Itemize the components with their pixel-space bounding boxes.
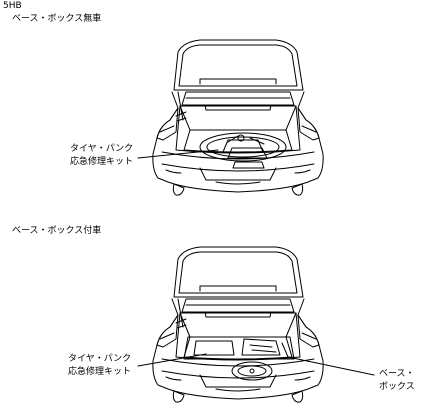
tire-repair-kit	[199, 132, 287, 169]
model-code: 5HB	[3, 1, 22, 11]
section-heading-without-box: ベース・ボックス無車	[12, 14, 102, 24]
callout-repair-kit-line1: タイヤ・パンク	[70, 144, 134, 154]
callout-repair-kit-line1: タイヤ・パンク	[68, 354, 132, 364]
callout-repair-kit-line2: 応急修理キット	[68, 367, 132, 377]
car-without-base-box	[137, 39, 324, 196]
callout-repair-kit-line2: 応急修理キット	[70, 157, 134, 167]
base-box	[183, 336, 295, 381]
section-heading-with-box: ベース・ボックス付車	[12, 226, 102, 236]
car-with-base-box	[137, 246, 375, 403]
callout-base-box-line2: ボックス	[379, 382, 415, 392]
callout-base-box-line1: ベース・	[379, 369, 415, 379]
